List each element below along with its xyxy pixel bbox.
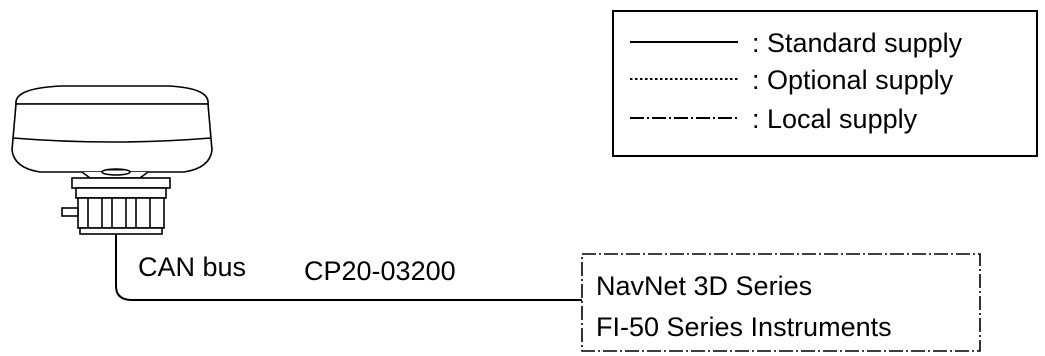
cable-part-number: CP20-03200: [304, 256, 456, 286]
equipment-box-frame: [581, 253, 981, 352]
equipment-line-navnet: NavNet 3D Series: [596, 271, 812, 301]
legend-local-label: : Local supply: [752, 104, 918, 134]
can-bus-label: CAN bus: [138, 252, 246, 282]
legend-standard-label: : Standard supply: [752, 28, 963, 58]
legend-optional-label: : Optional supply: [752, 65, 954, 95]
equipment-line-fi50: FI-50 Series Instruments: [596, 312, 892, 342]
gps-antenna-icon: [11, 85, 213, 235]
legend: : Standard supply : Optional supply : Lo…: [612, 10, 1038, 157]
legend-frame: [612, 10, 1038, 157]
can-bus-cable: [115, 234, 582, 301]
